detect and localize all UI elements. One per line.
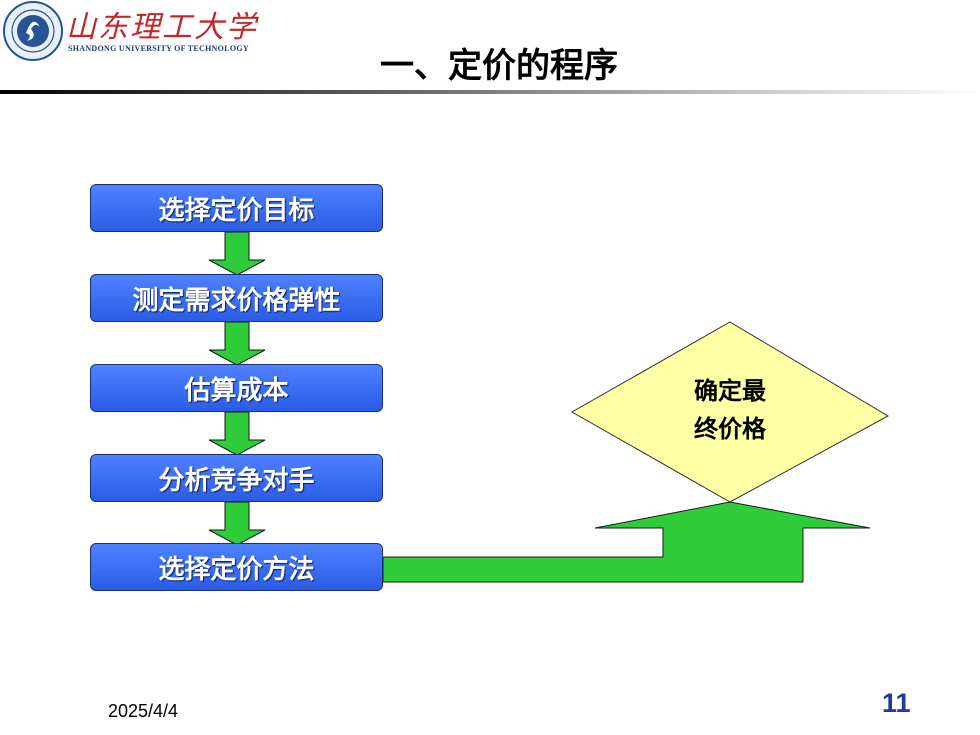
step-estimate-cost: 估算成本 xyxy=(90,364,383,412)
page-number: 11 xyxy=(882,688,911,718)
step-measure-price-elasticity: 测定需求价格弹性 xyxy=(90,274,383,322)
step-select-pricing-method: 选择定价方法 xyxy=(90,543,383,591)
university-name-en: SHANDONG UNIVERSITY OF TECHNOLOGY xyxy=(68,44,249,53)
down-arrow xyxy=(208,231,266,276)
connector-arrow xyxy=(382,501,871,583)
slide-title: 一、定价的程序 xyxy=(380,46,618,86)
university-emblem-icon xyxy=(3,1,63,61)
decision-line: 终价格 xyxy=(694,415,766,443)
header-divider xyxy=(0,90,980,94)
decision-line: 确定最 xyxy=(694,377,766,405)
down-arrow xyxy=(208,411,266,456)
decision-label: 确定最 终价格 xyxy=(650,372,810,448)
down-arrow xyxy=(208,501,266,546)
university-logo: 山东理工大学 SHANDONG UNIVERSITY OF TECHNOLOGY xyxy=(0,0,260,62)
down-arrow xyxy=(208,321,266,366)
step-select-pricing-goal: 选择定价目标 xyxy=(90,184,383,232)
step-analyze-competitors: 分析竞争对手 xyxy=(90,454,383,502)
footer-date: 2025/4/4 xyxy=(108,701,179,721)
university-name-cn: 山东理工大学 xyxy=(66,10,258,45)
